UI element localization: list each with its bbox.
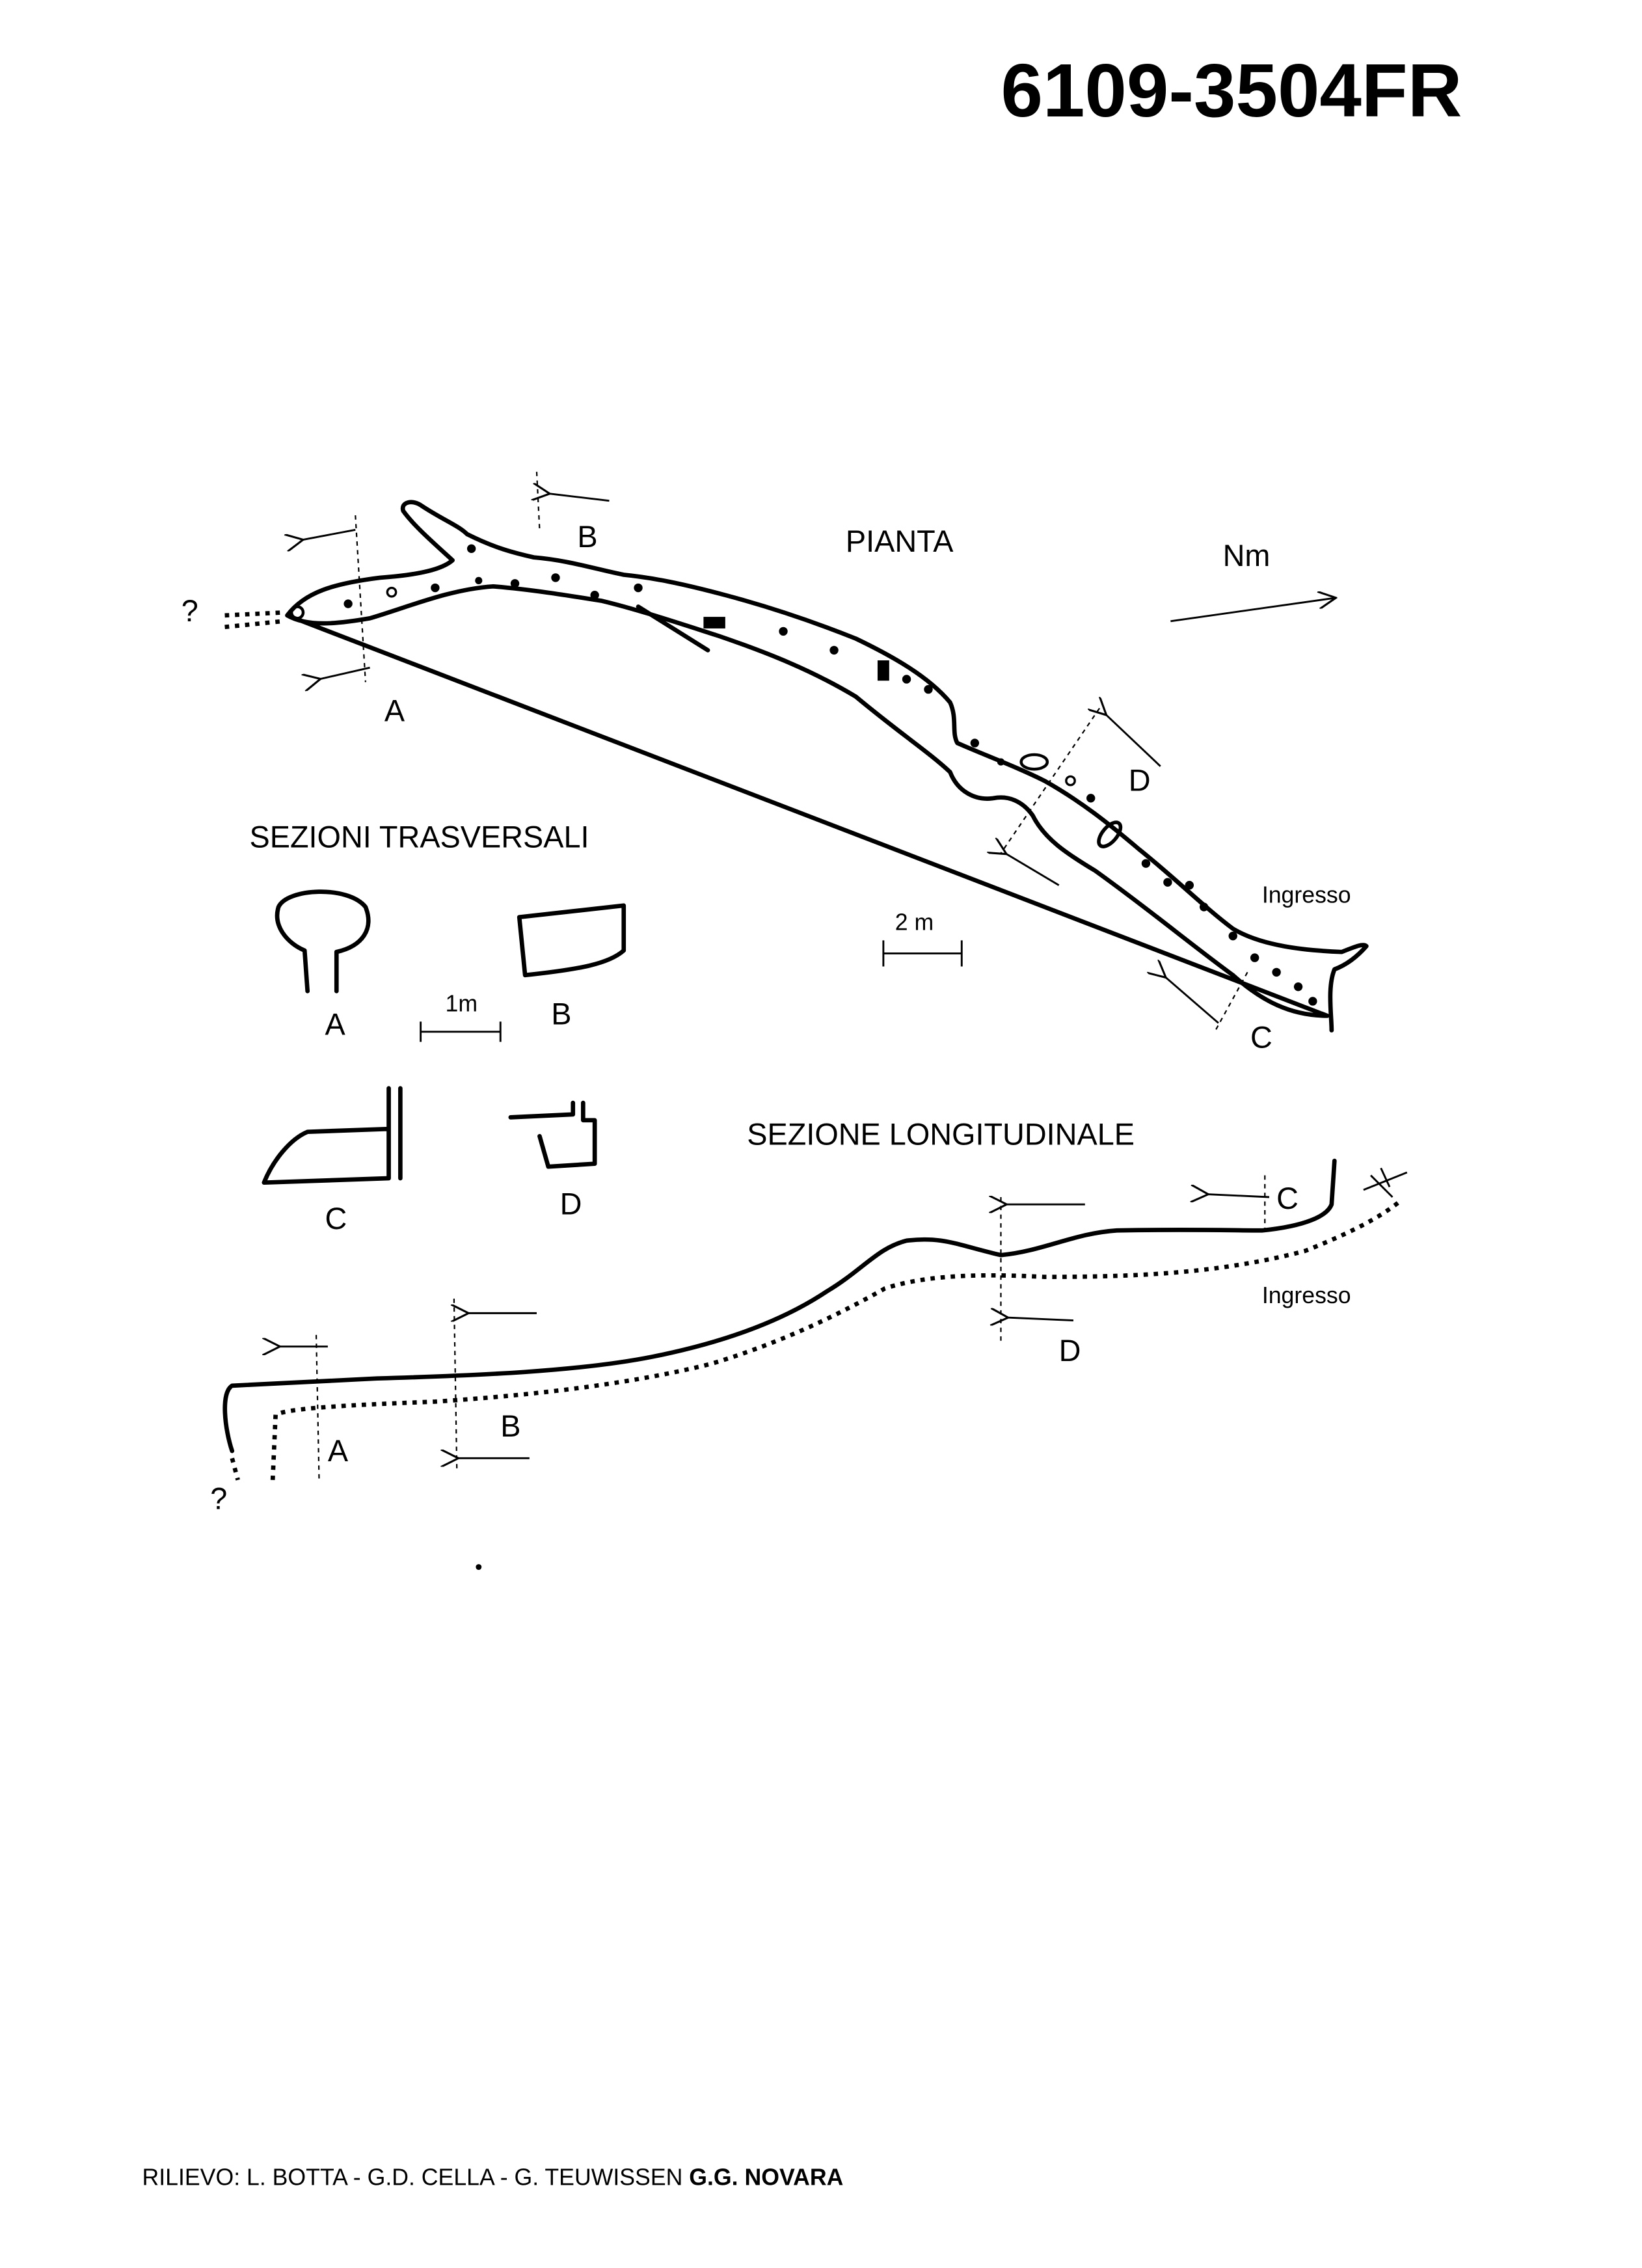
north-label: Nm (1223, 539, 1271, 573)
plan-heading: PIANTA (846, 524, 954, 558)
longitudinal-entrance-label: Ingresso (1262, 1282, 1351, 1308)
credits-surveyors: RILIEVO: L. BOTTA - G.D. CELLA - G. TEUW… (142, 2164, 683, 2190)
plan-scale-bar (882, 940, 963, 967)
plan-mark-a: A (384, 694, 405, 728)
long-mark-a: A (328, 1434, 349, 1468)
longitudinal-unknown-mark: ? (210, 1481, 227, 1515)
plan-unknown-mark: ? (182, 594, 198, 628)
survey-code-title: 6109-3504FR (1001, 48, 1462, 133)
section-line-b (535, 472, 541, 530)
entrance-vegetation-icon (1363, 1167, 1408, 1198)
plan-entrance-label: Ingresso (1262, 882, 1351, 908)
cave-plan-outline (285, 500, 1369, 1033)
longitudinal-heading: SEZIONE LONGITUDINALE (747, 1118, 1135, 1152)
credits: RILIEVO: L. BOTTA - G.D. CELLA - G. TEUW… (142, 2164, 844, 2190)
long-arrow-c (1207, 1195, 1270, 1197)
plan-scale-label: 2 m (895, 910, 934, 936)
section-arrow-d-bottom (1005, 854, 1060, 886)
plan-mark-c: C (1250, 1020, 1272, 1054)
unsurveyed-profile (230, 1457, 240, 1481)
section-c-shape (262, 1086, 403, 1185)
section-line-c (1215, 971, 1248, 1031)
section-arrow-c (1164, 977, 1219, 1024)
plan-mark-d: D (1129, 764, 1151, 798)
cross-sections-heading: SEZIONI TRASVERSALI (250, 820, 589, 854)
section-label-c: C (325, 1202, 347, 1235)
section-arrow-d-top (1105, 714, 1161, 767)
section-d-shape (508, 1100, 597, 1169)
magnetic-north-arrow-icon (1170, 598, 1334, 623)
section-label-d: D (560, 1187, 582, 1221)
plan-unsurveyed-passage (224, 610, 284, 630)
section-label-a: A (325, 1007, 345, 1041)
section-arrow-a-bottom (319, 666, 370, 679)
cross-scale-bar (420, 1021, 502, 1042)
stray-dot (476, 1564, 482, 1571)
credits-group: G.G. NOVARA (689, 2164, 843, 2190)
section-label-b: B (551, 997, 571, 1031)
plan-view: ? A B D C PIANTA Nm Ingresso 2 m (182, 472, 1369, 1054)
longitudinal-section: SEZIONE LONGITUDINALE ? A B D C Ingresso (210, 1118, 1408, 1515)
plan-boulders (289, 544, 1317, 1006)
section-arrow-a-top (302, 528, 356, 540)
long-arrow-d-bottom (1006, 1317, 1074, 1320)
long-mark-d: D (1059, 1334, 1081, 1368)
section-line-d (1000, 707, 1101, 854)
long-section-line-a (315, 1334, 320, 1480)
section-a-shape (275, 889, 371, 993)
section-b-shape (517, 903, 626, 978)
plan-mark-b: B (577, 520, 597, 554)
ceiling-profile (222, 1158, 1337, 1453)
section-arrow-b (548, 494, 610, 502)
cross-sections: SEZIONI TRASVERSALI A B 1m C D (250, 820, 626, 1235)
long-section-line-b (453, 1299, 458, 1473)
long-mark-b: B (500, 1409, 520, 1443)
plan-wall-spur (636, 604, 710, 653)
cross-scale-label: 1m (446, 991, 478, 1017)
long-mark-c: C (1276, 1181, 1299, 1215)
section-line-a (355, 515, 366, 682)
floor-profile (270, 1200, 1401, 1480)
